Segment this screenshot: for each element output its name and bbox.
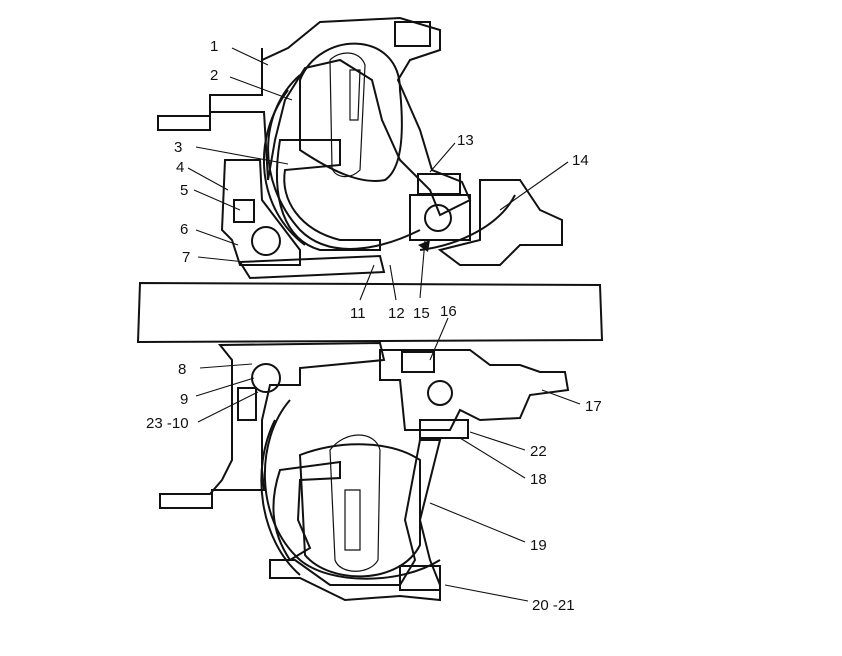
label-7: 7 <box>182 249 190 266</box>
label-15: 15 <box>413 305 430 322</box>
label-3: 3 <box>174 139 182 156</box>
label-11: 11 <box>350 305 366 322</box>
lower-housing <box>159 341 570 602</box>
label-9: 9 <box>180 391 188 408</box>
label-20-21: 20 -21 <box>532 597 575 614</box>
label-2: 2 <box>210 67 218 84</box>
label-12: 12 <box>388 305 405 322</box>
label-16: 16 <box>440 303 457 320</box>
label-13: 13 <box>457 132 474 149</box>
leader-lines <box>187 47 581 602</box>
label-17: 17 <box>585 398 602 415</box>
part-labels: 1 2 3 4 5 6 7 11 12 15 13 14 16 8 9 23 -… <box>146 38 602 614</box>
label-14: 14 <box>572 152 589 169</box>
upper-housing <box>157 16 563 280</box>
label-5: 5 <box>180 182 188 199</box>
label-8: 8 <box>178 361 186 378</box>
label-19: 19 <box>530 537 547 554</box>
label-23-10: 23 -10 <box>146 415 189 432</box>
label-1: 1 <box>210 38 218 55</box>
shaft <box>136 281 604 344</box>
label-4: 4 <box>176 159 184 176</box>
label-6: 6 <box>180 221 188 238</box>
label-18: 18 <box>530 471 547 488</box>
label-22: 22 <box>530 443 547 460</box>
